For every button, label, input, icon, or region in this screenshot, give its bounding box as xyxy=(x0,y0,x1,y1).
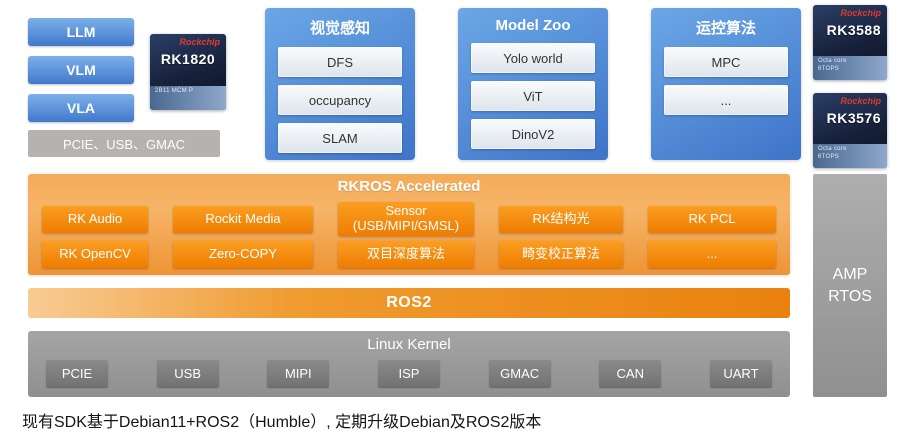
rkros-cell-rk-pcl: RK PCL xyxy=(648,205,776,233)
chip-model-label: RK3576 xyxy=(826,109,881,126)
kernel-item-pcie: PCIE xyxy=(46,360,108,387)
kernel-item-mipi: MIPI xyxy=(267,360,330,387)
linux-kernel-panel: Linux Kernel PCIE USB MIPI ISP GMAC CAN … xyxy=(28,331,790,397)
rkros-cell-structured-light: RK结构光 xyxy=(499,205,623,233)
kernel-item-uart: UART xyxy=(709,360,772,387)
panel-item-list: MPC ... xyxy=(651,47,801,115)
panel-item-dfs: DFS xyxy=(278,47,402,77)
footer-note: 现有SDK基于Debian11+ROS2（Humble）, 定期升级Debian… xyxy=(22,414,542,431)
panel-item-vit: ViT xyxy=(471,81,595,111)
kernel-title: Linux Kernel xyxy=(367,336,451,353)
rkros-accelerated-panel: RKROS Accelerated RK Audio Rockit Media … xyxy=(28,174,790,275)
panel-title: 视觉感知 xyxy=(309,20,370,37)
rkros-cell-rk-opencv: RK OpenCV xyxy=(42,240,148,268)
chip-sub-label: 2B11 MCM P xyxy=(155,88,194,94)
chip-package-band: 2B11 MCM P xyxy=(150,86,226,110)
chip-core-label: Octa core xyxy=(818,58,847,64)
chip-core-label: Octa core xyxy=(818,146,847,152)
rkros-cell-more: ... xyxy=(648,240,776,268)
chip-package-band: Octa core 6TOPS xyxy=(813,144,887,168)
kernel-item-usb: USB xyxy=(156,360,219,387)
chip-package-band: Octa core 6TOPS xyxy=(813,56,887,80)
rockchip-logo: Rockchip xyxy=(840,96,881,106)
block-vla: VLA xyxy=(28,94,134,122)
rkros-cell-zero-copy: Zero-COPY xyxy=(173,240,313,268)
kernel-item-row: PCIE USB MIPI ISP GMAC CAN UART xyxy=(28,360,790,387)
chip-model-label: RK1820 xyxy=(160,50,216,67)
panel-item-list: Yolo world ViT DinoV2 xyxy=(458,43,608,149)
panel-item-list: DFS occupancy SLAM xyxy=(265,47,415,153)
panel-item-slam: SLAM xyxy=(278,123,402,153)
panel-title: Model Zoo xyxy=(495,17,571,34)
kernel-item-gmac: GMAC xyxy=(488,360,551,387)
chip-rk3588: Rockchip RK3588 Octa core 6TOPS xyxy=(813,5,887,80)
panel-vision-perception: 视觉感知 DFS occupancy SLAM xyxy=(265,8,415,160)
rkros-row-1: RK Audio Rockit Media Sensor (USB/MIPI/G… xyxy=(28,201,790,237)
panel-item-more: ... xyxy=(664,85,788,115)
panel-title: 运控算法 xyxy=(695,20,756,37)
rkros-title: RKROS Accelerated xyxy=(337,178,481,195)
chip-model-label: RK3588 xyxy=(826,21,881,38)
panel-item-mpc: MPC xyxy=(664,47,788,77)
panel-motion-control: 运控算法 MPC ... xyxy=(651,8,801,160)
chip-tops-label: 6TOPS xyxy=(818,65,840,72)
rockchip-logo: Rockchip xyxy=(179,37,220,47)
rkros-cell-rockit-media: Rockit Media xyxy=(173,205,313,233)
chip-rk1820: Rockchip RK1820 2B11 MCM P xyxy=(150,34,226,110)
block-vlm: VLM xyxy=(28,56,134,84)
block-llm: LLM xyxy=(28,18,134,46)
kernel-item-can: CAN xyxy=(599,360,662,387)
panel-item-yolo-world: Yolo world xyxy=(471,43,595,73)
panel-item-dinov2: DinoV2 xyxy=(471,119,595,149)
bus-bar-pcie-usb-gmac: PCIE、USB、GMAC xyxy=(28,130,220,157)
rkros-cell-distortion-correction: 畸变校正算法 xyxy=(499,240,623,268)
rkros-row-2: RK OpenCV Zero-COPY 双目深度算法 畸变校正算法 ... xyxy=(28,239,790,269)
amp-line2: RTOS xyxy=(828,287,872,305)
chip-tops-label: 6TOPS xyxy=(818,153,840,160)
kernel-item-isp: ISP xyxy=(377,360,440,387)
ros2-bar: ROS2 xyxy=(28,288,790,318)
chip-rk3576: Rockchip RK3576 Octa core 6TOPS xyxy=(813,93,887,168)
amp-line1: AMP xyxy=(832,265,868,283)
rkros-cell-sensor: Sensor (USB/MIPI/GMSL) xyxy=(338,202,474,236)
rockchip-logo: Rockchip xyxy=(840,8,881,18)
amp-rtos-bar: AMP RTOS xyxy=(813,174,887,397)
rkros-cell-rk-audio: RK Audio xyxy=(42,205,148,233)
panel-item-occupancy: occupancy xyxy=(278,85,402,115)
rkros-cell-stereo-depth: 双目深度算法 xyxy=(338,240,474,268)
panel-model-zoo: Model Zoo Yolo world ViT DinoV2 xyxy=(458,8,608,160)
